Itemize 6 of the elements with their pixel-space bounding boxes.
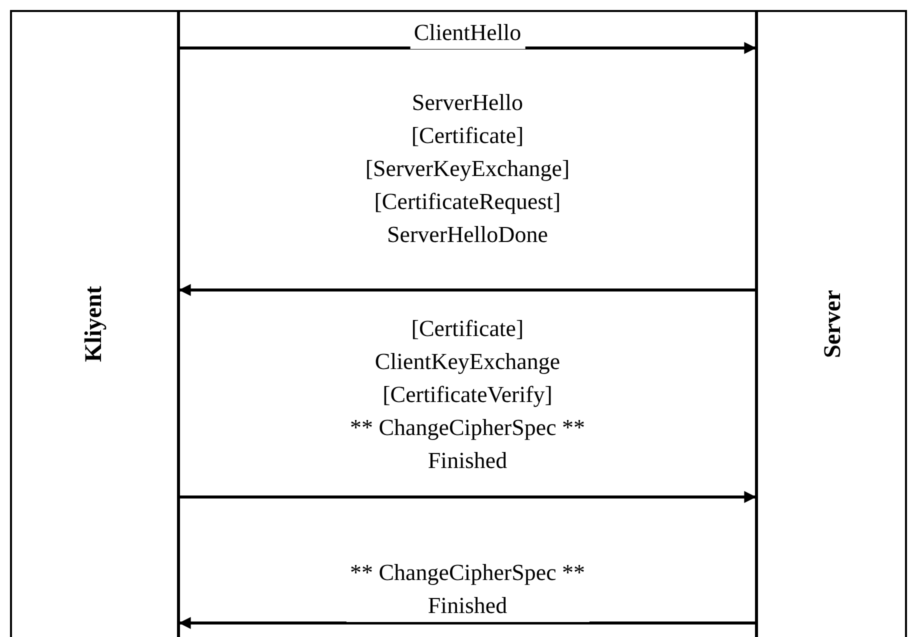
message-arrow bbox=[178, 617, 755, 629]
message-arrow bbox=[180, 491, 756, 503]
participant-name: Kliyent bbox=[82, 286, 106, 362]
message-arrow bbox=[178, 284, 755, 296]
participant-name: Server bbox=[820, 290, 844, 358]
message-arrow bbox=[180, 42, 756, 54]
